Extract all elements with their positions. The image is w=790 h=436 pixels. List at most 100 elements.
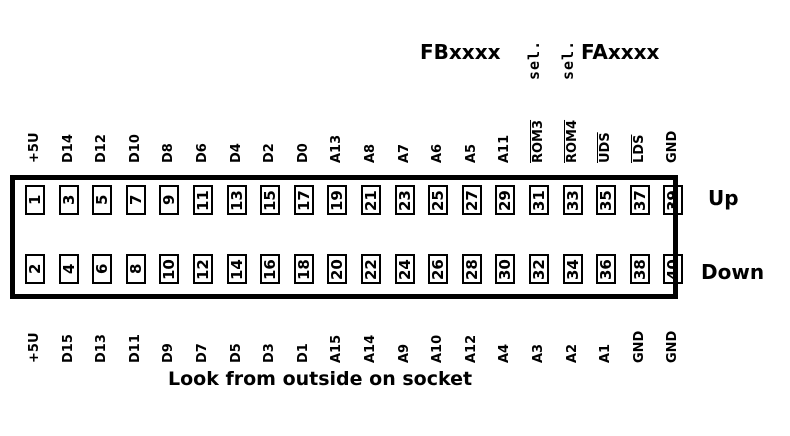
pin-12 [193, 254, 213, 284]
bottom-label-d9-10: D9 [161, 343, 177, 363]
sel-label-rom3: sel. [525, 39, 543, 80]
pin-number-7: 7 [126, 194, 145, 205]
top-label-a5-27: A5 [463, 143, 479, 163]
pin-9 [159, 185, 180, 215]
pin-32 [529, 254, 549, 284]
pin-number-32: 32 [530, 258, 548, 280]
pin-36 [596, 254, 617, 284]
bottom-label-a2-34: A2 [564, 343, 580, 363]
pin-number-33: 33 [563, 189, 582, 211]
pin-27 [461, 185, 482, 215]
pin-number-40: 40 [664, 258, 683, 280]
top-label-a7-23: A7 [396, 143, 412, 163]
top-label-d12-5: D12 [94, 134, 110, 163]
pin-number-39: 39 [664, 189, 683, 211]
bottom-label-d3-16: D3 [262, 343, 278, 363]
pin-number-10: 10 [160, 258, 179, 280]
pin-number-29: 29 [496, 189, 515, 211]
top-label-a8-21: A8 [363, 143, 378, 163]
top-label-gnd-39: GND [665, 130, 681, 163]
top-label-d0-17: D0 [295, 143, 311, 163]
pin-16 [260, 254, 281, 284]
pin-37 [629, 185, 650, 215]
top-label-rom3-31: ROM3 [531, 119, 546, 163]
bottom-label-d7-12: D7 [195, 343, 210, 363]
pin-number-16: 16 [261, 258, 280, 280]
pin-31 [529, 185, 549, 215]
pin-number-26: 26 [429, 258, 448, 280]
bottom-label-a4-30: A4 [497, 343, 513, 363]
pin-number-21: 21 [362, 189, 380, 211]
bottom-label-d15-4: D15 [60, 334, 76, 363]
pin-10 [159, 254, 180, 284]
pin-24 [394, 254, 415, 284]
pin-number-15: 15 [261, 189, 280, 211]
top-label-a13-19: A13 [329, 134, 345, 163]
pin-17 [293, 185, 314, 215]
pin-21 [361, 185, 381, 215]
pin-number-14: 14 [227, 258, 246, 280]
top-label-uds-35: UDS [598, 132, 614, 163]
top-label-d6-11: D6 [195, 143, 210, 163]
pin-number-19: 19 [328, 189, 347, 211]
pin-number-20: 20 [328, 258, 347, 280]
top-label-a6-25: A6 [430, 143, 446, 163]
pin-1 [25, 185, 45, 215]
pin-number-13: 13 [227, 189, 246, 211]
pin-number-25: 25 [429, 189, 448, 211]
pin-4 [58, 254, 79, 284]
top-label-lds-37: LDS [631, 134, 647, 163]
pin-8 [125, 254, 146, 284]
pin-number-23: 23 [395, 189, 414, 211]
top-label-d14-3: D14 [60, 134, 76, 163]
pin-6 [92, 254, 113, 284]
pin-number-31: 31 [530, 189, 548, 211]
socket-outline [10, 175, 678, 299]
pin-3 [58, 185, 79, 215]
bottom-label-a1-36: A1 [598, 343, 614, 363]
pin-number-17: 17 [294, 189, 313, 211]
bottom-label-a15-20: A15 [329, 334, 345, 363]
pin-number-27: 27 [462, 189, 481, 211]
pin-14 [226, 254, 247, 284]
pin-number-3: 3 [59, 194, 78, 205]
pin-13 [226, 185, 247, 215]
pin-number-35: 35 [597, 189, 616, 211]
pin-19 [327, 185, 348, 215]
pin-23 [394, 185, 415, 215]
pin-40 [663, 254, 684, 284]
pin-number-11: 11 [194, 189, 212, 211]
bottom-label-a10-26: A10 [430, 334, 446, 363]
pin-38 [629, 254, 650, 284]
up-label: Up [708, 186, 739, 210]
pin-5 [92, 185, 113, 215]
pin-18 [293, 254, 314, 284]
pin-26 [428, 254, 449, 284]
pin-39 [663, 185, 684, 215]
bottom-label-d13-6: D13 [94, 334, 110, 363]
bottom-label-gnd-40: GND [665, 330, 681, 363]
pin-28 [461, 254, 482, 284]
bottom-label-5u-2: +5U [27, 332, 42, 364]
pin-number-37: 37 [630, 189, 649, 211]
pin-30 [495, 254, 516, 284]
pin-number-22: 22 [362, 258, 380, 280]
fb-header: FBxxxx [420, 40, 501, 64]
bottom-label-gnd-38: GND [631, 330, 647, 363]
pin-29 [495, 185, 516, 215]
sel-label-rom4: sel. [559, 39, 577, 80]
pin-number-12: 12 [194, 258, 212, 280]
top-label-5u-1: +5U [27, 132, 42, 164]
bottom-label-a9-24: A9 [396, 343, 412, 363]
bottom-label-a12-28: A12 [463, 334, 479, 363]
top-label-d8-9: D8 [161, 143, 177, 163]
pin-number-4: 4 [59, 263, 78, 274]
top-label-d4-13: D4 [228, 143, 244, 163]
pin-35 [596, 185, 617, 215]
bottom-label-a14-22: A14 [363, 334, 378, 363]
pin-number-34: 34 [563, 258, 582, 280]
pin-33 [562, 185, 583, 215]
pin-11 [193, 185, 213, 215]
pin-number-6: 6 [93, 263, 112, 274]
top-label-d10-7: D10 [127, 134, 143, 163]
